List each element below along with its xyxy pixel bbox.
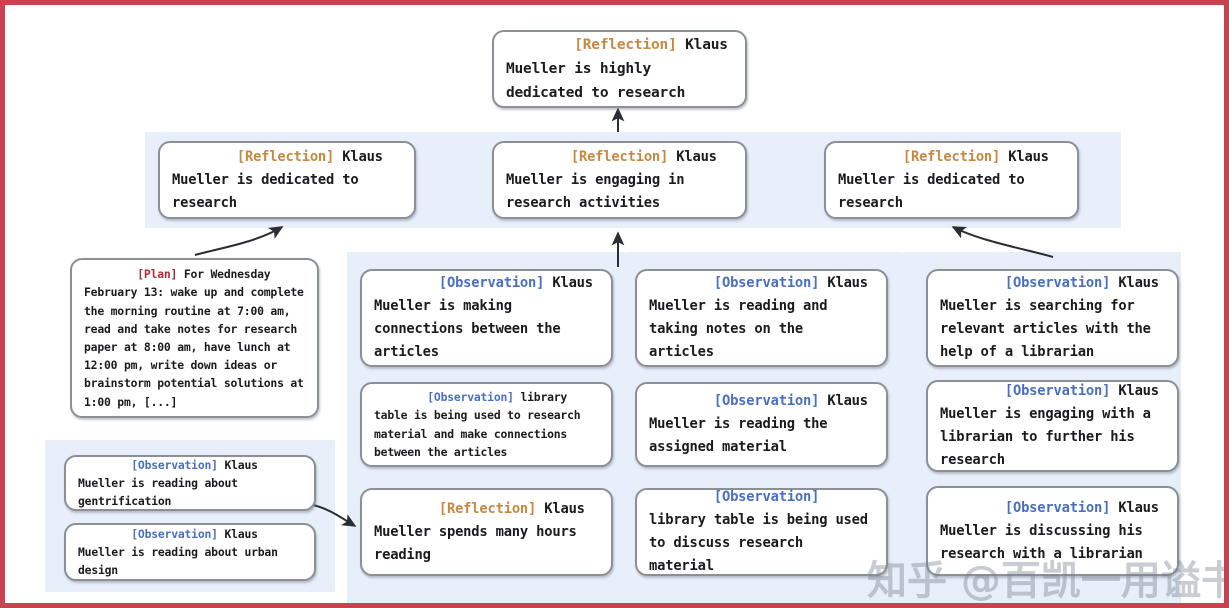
node-reflection-left[interactable]: [Reflection] Klaus Mueller is dedicated … — [158, 141, 416, 219]
node-observation-bottomleft-2-text: [Observation] Klaus Mueller is reading a… — [66, 507, 314, 598]
tag-reflection: [Reflection] — [438, 500, 537, 517]
node-observation-bottomleft-1-text: [Observation] Klaus Mueller is reading a… — [66, 438, 314, 529]
tag-observation: [Observation] — [1004, 499, 1111, 516]
node-col4-observation-1-body: Klaus Mueller is searching for relevant … — [940, 275, 1167, 360]
node-col2-observation-1-body: Klaus Mueller is making connections betw… — [374, 275, 601, 360]
node-reflection-mid-text: [Reflection] Klaus Mueller is engaging i… — [494, 123, 745, 238]
node-col2-observation-2-body: library table is being used to research … — [374, 390, 588, 459]
node-col3-observation-3-body: library table is being used to discuss r… — [649, 489, 876, 574]
tag-reflection: [Reflection] — [570, 148, 669, 165]
node-root-reflection-body: Klaus Mueller is highly dedicated to res… — [506, 37, 737, 101]
node-col2-observation-2[interactable]: [Observation] library table is being use… — [360, 382, 613, 467]
watermark: 知乎 @百凯一用谥书生 — [867, 558, 1224, 604]
node-col4-observation-1-text: [Observation] Klaus Mueller is searching… — [928, 249, 1177, 387]
node-col4-observation-3[interactable]: [Observation] Klaus Mueller is discussin… — [926, 486, 1179, 576]
node-col3-observation-2-body: Klaus Mueller is reading the assigned ma… — [649, 393, 876, 455]
node-col3-observation-1-body: Klaus Mueller is reading and taking note… — [649, 275, 876, 360]
tag-observation: [Observation] — [427, 390, 514, 405]
tag-observation: [Observation] — [1004, 275, 1111, 291]
node-reflection-right-text: [Reflection] Klaus Mueller is dedicated … — [826, 123, 1077, 238]
node-col3-observation-3-text: [Observation] library table is being use… — [637, 463, 886, 601]
node-observation-bottomleft-2-body: Klaus Mueller is reading about urban des… — [78, 526, 285, 578]
node-col3-observation-2-text: [Observation] Klaus Mueller is reading t… — [637, 367, 886, 482]
node-root-reflection-text: [Reflection] Klaus Mueller is highly ded… — [494, 9, 745, 129]
node-reflection-right[interactable]: [Reflection] Klaus Mueller is dedicated … — [824, 141, 1079, 219]
node-col4-observation-2-text: [Observation] Klaus Mueller is engaging … — [928, 357, 1177, 495]
node-col2-observation-1-text: [Observation] Klaus Mueller is making co… — [362, 249, 611, 387]
node-observation-bottomleft-1[interactable]: [Observation] Klaus Mueller is reading a… — [64, 455, 316, 511]
node-reflection-left-body: Klaus Mueller is dedicated to research — [172, 148, 391, 211]
node-col3-observation-2[interactable]: [Observation] Klaus Mueller is reading t… — [635, 382, 888, 467]
node-col3-observation-3[interactable]: [Observation] library table is being use… — [635, 488, 888, 576]
node-col3-observation-1[interactable]: [Observation] Klaus Mueller is reading a… — [635, 269, 888, 367]
node-root-reflection[interactable]: [Reflection] Klaus Mueller is highly ded… — [492, 30, 747, 108]
tag-observation: [Observation] — [713, 489, 820, 505]
tag-observation: [Observation] — [131, 526, 218, 541]
diagram-stage: [Reflection] Klaus Mueller is highly ded… — [5, 5, 1224, 603]
node-col2-observation-2-text: [Observation] library table is being use… — [362, 370, 611, 479]
tag-plan: [Plan] — [137, 267, 178, 282]
tag-reflection: [Reflection] — [574, 37, 677, 53]
tag-observation: [Observation] — [438, 275, 545, 291]
node-col2-reflection-body: Klaus Mueller spends many hours reading — [374, 500, 593, 563]
node-col4-observation-3-body: Klaus Mueller is discussing his research… — [940, 499, 1167, 562]
tag-observation: [Observation] — [713, 393, 820, 409]
node-plan-body: For Wednesday February 13: wake up and c… — [84, 267, 311, 409]
node-col3-observation-1-text: [Observation] Klaus Mueller is reading a… — [637, 249, 886, 387]
node-observation-bottomleft-1-body: Klaus Mueller is reading about gentrific… — [78, 457, 265, 509]
tag-observation: [Observation] — [1004, 383, 1111, 399]
node-col2-reflection[interactable]: [Reflection] Klaus Mueller spends many h… — [360, 488, 613, 576]
node-col4-observation-1[interactable]: [Observation] Klaus Mueller is searching… — [926, 269, 1179, 367]
tag-observation: [Observation] — [713, 275, 820, 291]
node-col2-observation-1[interactable]: [Observation] Klaus Mueller is making co… — [360, 269, 613, 367]
node-col4-observation-3-text: [Observation] Klaus Mueller is discussin… — [928, 474, 1177, 589]
node-plan-text: [Plan] For Wednesday February 13: wake u… — [72, 247, 317, 429]
node-reflection-mid[interactable]: [Reflection] Klaus Mueller is engaging i… — [492, 141, 747, 219]
tag-observation: [Observation] — [131, 457, 218, 472]
node-reflection-right-body: Klaus Mueller is dedicated to research — [838, 148, 1057, 211]
tag-reflection: [Reflection] — [902, 148, 1001, 165]
node-plan[interactable]: [Plan] For Wednesday February 13: wake u… — [70, 258, 319, 418]
node-observation-bottomleft-2[interactable]: [Observation] Klaus Mueller is reading a… — [64, 523, 316, 581]
node-reflection-mid-body: Klaus Mueller is engaging in research ac… — [506, 148, 725, 211]
node-col2-reflection-text: [Reflection] Klaus Mueller spends many h… — [362, 475, 611, 590]
node-col4-observation-2[interactable]: [Observation] Klaus Mueller is engaging … — [926, 380, 1179, 472]
node-reflection-left-text: [Reflection] Klaus Mueller is dedicated … — [160, 123, 414, 238]
tag-reflection: [Reflection] — [236, 148, 335, 165]
node-col4-observation-2-body: Klaus Mueller is engaging with a librari… — [940, 383, 1167, 468]
